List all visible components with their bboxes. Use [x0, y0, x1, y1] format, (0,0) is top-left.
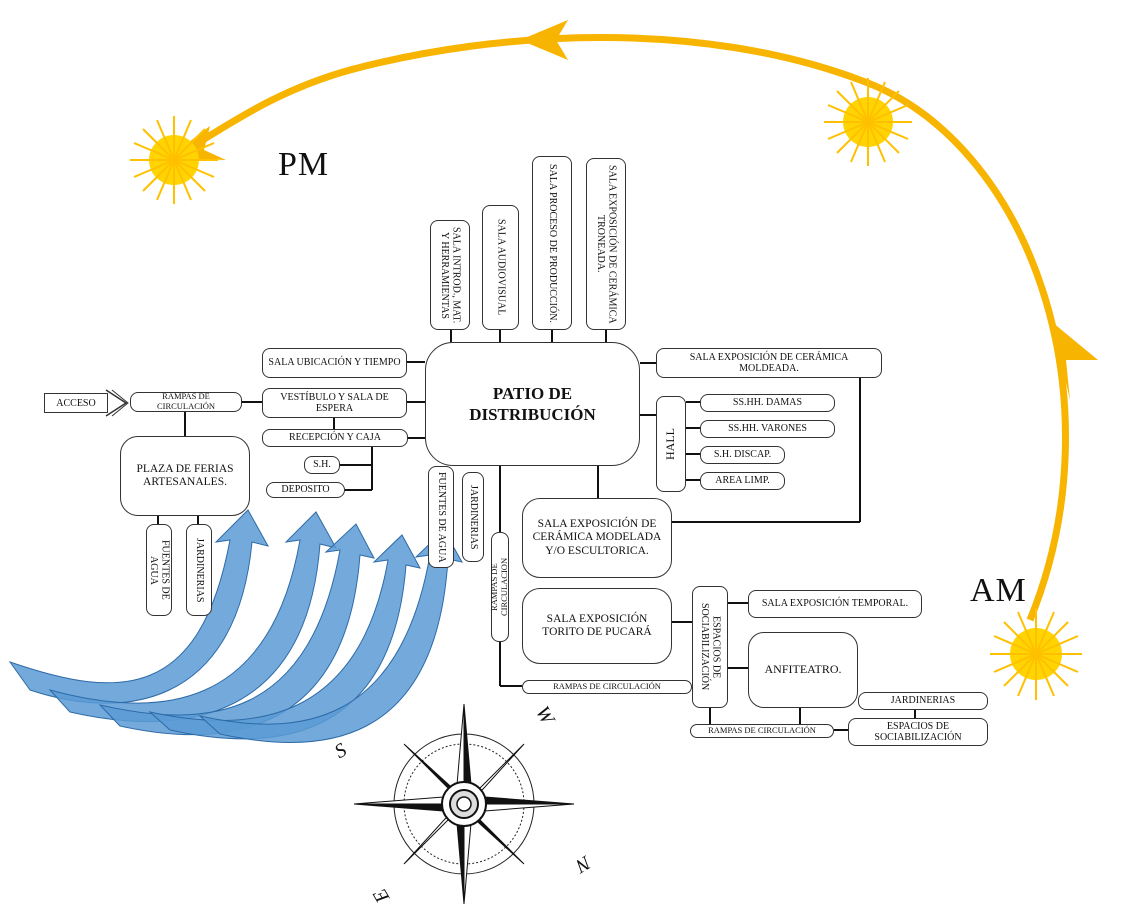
fuentes-agua-center: FUENTES DE AGUA — [428, 466, 454, 568]
compass-rose-icon — [353, 703, 575, 905]
jardinerias-center: JARDINERIAS — [462, 472, 484, 562]
hall-box: HALL — [656, 396, 686, 492]
sh-box: S.H. — [304, 456, 340, 474]
deposito-box: DEPOSITO — [266, 482, 345, 498]
sshh-varones-box: SS.HH. VARONES — [700, 420, 835, 438]
rampas-circulacion-bottom: RAMPAS DE CIRCULACIÓN — [522, 680, 692, 694]
sala-ceramica-troneada-box: SALA EXPOSICIÓN DE CERÁMICA TRONEADA. — [586, 158, 626, 330]
jardinerias-left: JARDINERIAS — [186, 524, 212, 616]
acceso-box: ACCESO — [44, 393, 108, 413]
sala-ubicacion-box: SALA UBICACIÓN Y TIEMPO — [262, 348, 407, 378]
rampas-circulacion-vertical: RAMPAS DE CIRCULACION — [489, 532, 509, 642]
sala-modelada-box: SALA EXPOSICIÓN DE CERÁMICA MODELADA Y/O… — [522, 498, 672, 578]
wind-arrow-icon-1 — [8, 509, 269, 704]
sshh-damas-box: SS.HH. DAMAS — [700, 394, 835, 412]
espacios-sociabilizacion-vertical: ESPACIOS DE SOCIABILIZACIÓN — [692, 586, 728, 708]
espacios-sociabilizacion-right: ESPACIOS DE SOCIABILIZACIÓN — [848, 718, 988, 746]
rampas-circulacion-bottom2: RAMPAS DE CIRCULACIÓN — [690, 724, 834, 738]
sala-moldeada-box: SALA EXPOSICIÓN DE CERÁMICA MOLDEADA. — [656, 348, 882, 378]
wind-arrow-icon-5 — [198, 529, 463, 744]
sun-icon-noon — [824, 78, 912, 166]
entry-chevron-icon — [105, 389, 129, 417]
patio-distribucion-box: PATIO DE DISTRIBUCIÓN — [425, 342, 640, 466]
plaza-ferias-box: PLAZA DE FERIAS ARTESANALES. — [120, 436, 250, 516]
sala-audiovisual-box: SALA AUDIOVISUAL — [482, 205, 519, 330]
pm-label: PM — [278, 146, 330, 183]
jardinerias-right: JARDINERIAS — [858, 692, 988, 710]
sala-temporal-box: SALA EXPOSICIÓN TEMPORAL. — [748, 590, 922, 618]
wind-arrows — [8, 509, 463, 744]
recepcion-box: RECEPCIÓN Y CAJA — [262, 429, 408, 447]
rampas-circulacion-left: RAMPAS DE CIRCULACIÓN — [130, 391, 242, 412]
sun-icon-pm — [130, 116, 218, 204]
sun-path-arrowhead-right — [1052, 322, 1098, 400]
sala-proceso-box: SALA PROCESO DE PRODUCCIÓN. — [532, 156, 572, 330]
sun-icon-am — [990, 608, 1082, 700]
sh-discap-box: S.H. DISCAP. — [700, 446, 785, 464]
am-label: AM — [970, 572, 1027, 609]
area-limp-box: AREA LIMP. — [700, 472, 785, 490]
vestibulo-box: VESTÍBULO Y SALA DE ESPERA — [262, 388, 407, 418]
sun-path-arc — [173, 34, 1069, 622]
sun-path-arrowhead-top — [520, 20, 568, 60]
sala-torito-box: SALA EXPOSICIÓN TORITO DE PUCARÁ — [522, 588, 672, 664]
sala-introd-box: SALA INTROD., MAT. Y HERRAMIENTAS — [430, 220, 470, 330]
anfiteatro-box: ANFITEATRO. — [748, 632, 858, 708]
fuentes-agua-left: FUENTES DE AGUA — [146, 524, 172, 616]
